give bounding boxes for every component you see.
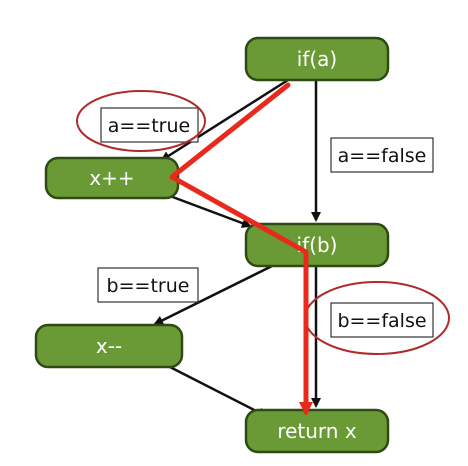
node-if-b-label: if(b) bbox=[297, 233, 338, 257]
edge-xdec-to-return bbox=[167, 364, 268, 418]
node-if-a: if(a) bbox=[244, 36, 390, 82]
node-return-x-label: return x bbox=[277, 419, 357, 443]
highlight-ellipse-a-true bbox=[76, 90, 206, 152]
label-a-true-text: a==true bbox=[108, 115, 190, 137]
node-if-a-label: if(a) bbox=[297, 47, 337, 71]
edge-ifa-to-xinc bbox=[160, 78, 289, 162]
highlighted-path bbox=[169, 82, 313, 416]
edge-ifb-to-xdec bbox=[153, 264, 273, 326]
label-b-true: b==true bbox=[97, 267, 199, 303]
node-x-increment-label: x++ bbox=[89, 166, 134, 190]
node-x-decrement-label: x-- bbox=[96, 334, 122, 358]
node-x-increment: x++ bbox=[44, 156, 180, 200]
label-a-false: a==false bbox=[330, 137, 434, 173]
node-if-b: if(b) bbox=[244, 222, 390, 268]
label-a-false-text: a==false bbox=[338, 145, 427, 167]
edge-xinc-to-ifb bbox=[169, 194, 252, 228]
label-b-true-text: b==true bbox=[107, 275, 190, 297]
node-return-x: return x bbox=[244, 408, 390, 454]
label-a-true: a==true bbox=[100, 107, 199, 143]
label-b-false: b==false bbox=[330, 302, 434, 338]
label-b-false-text: b==false bbox=[337, 310, 426, 332]
node-x-decrement: x-- bbox=[34, 323, 184, 369]
